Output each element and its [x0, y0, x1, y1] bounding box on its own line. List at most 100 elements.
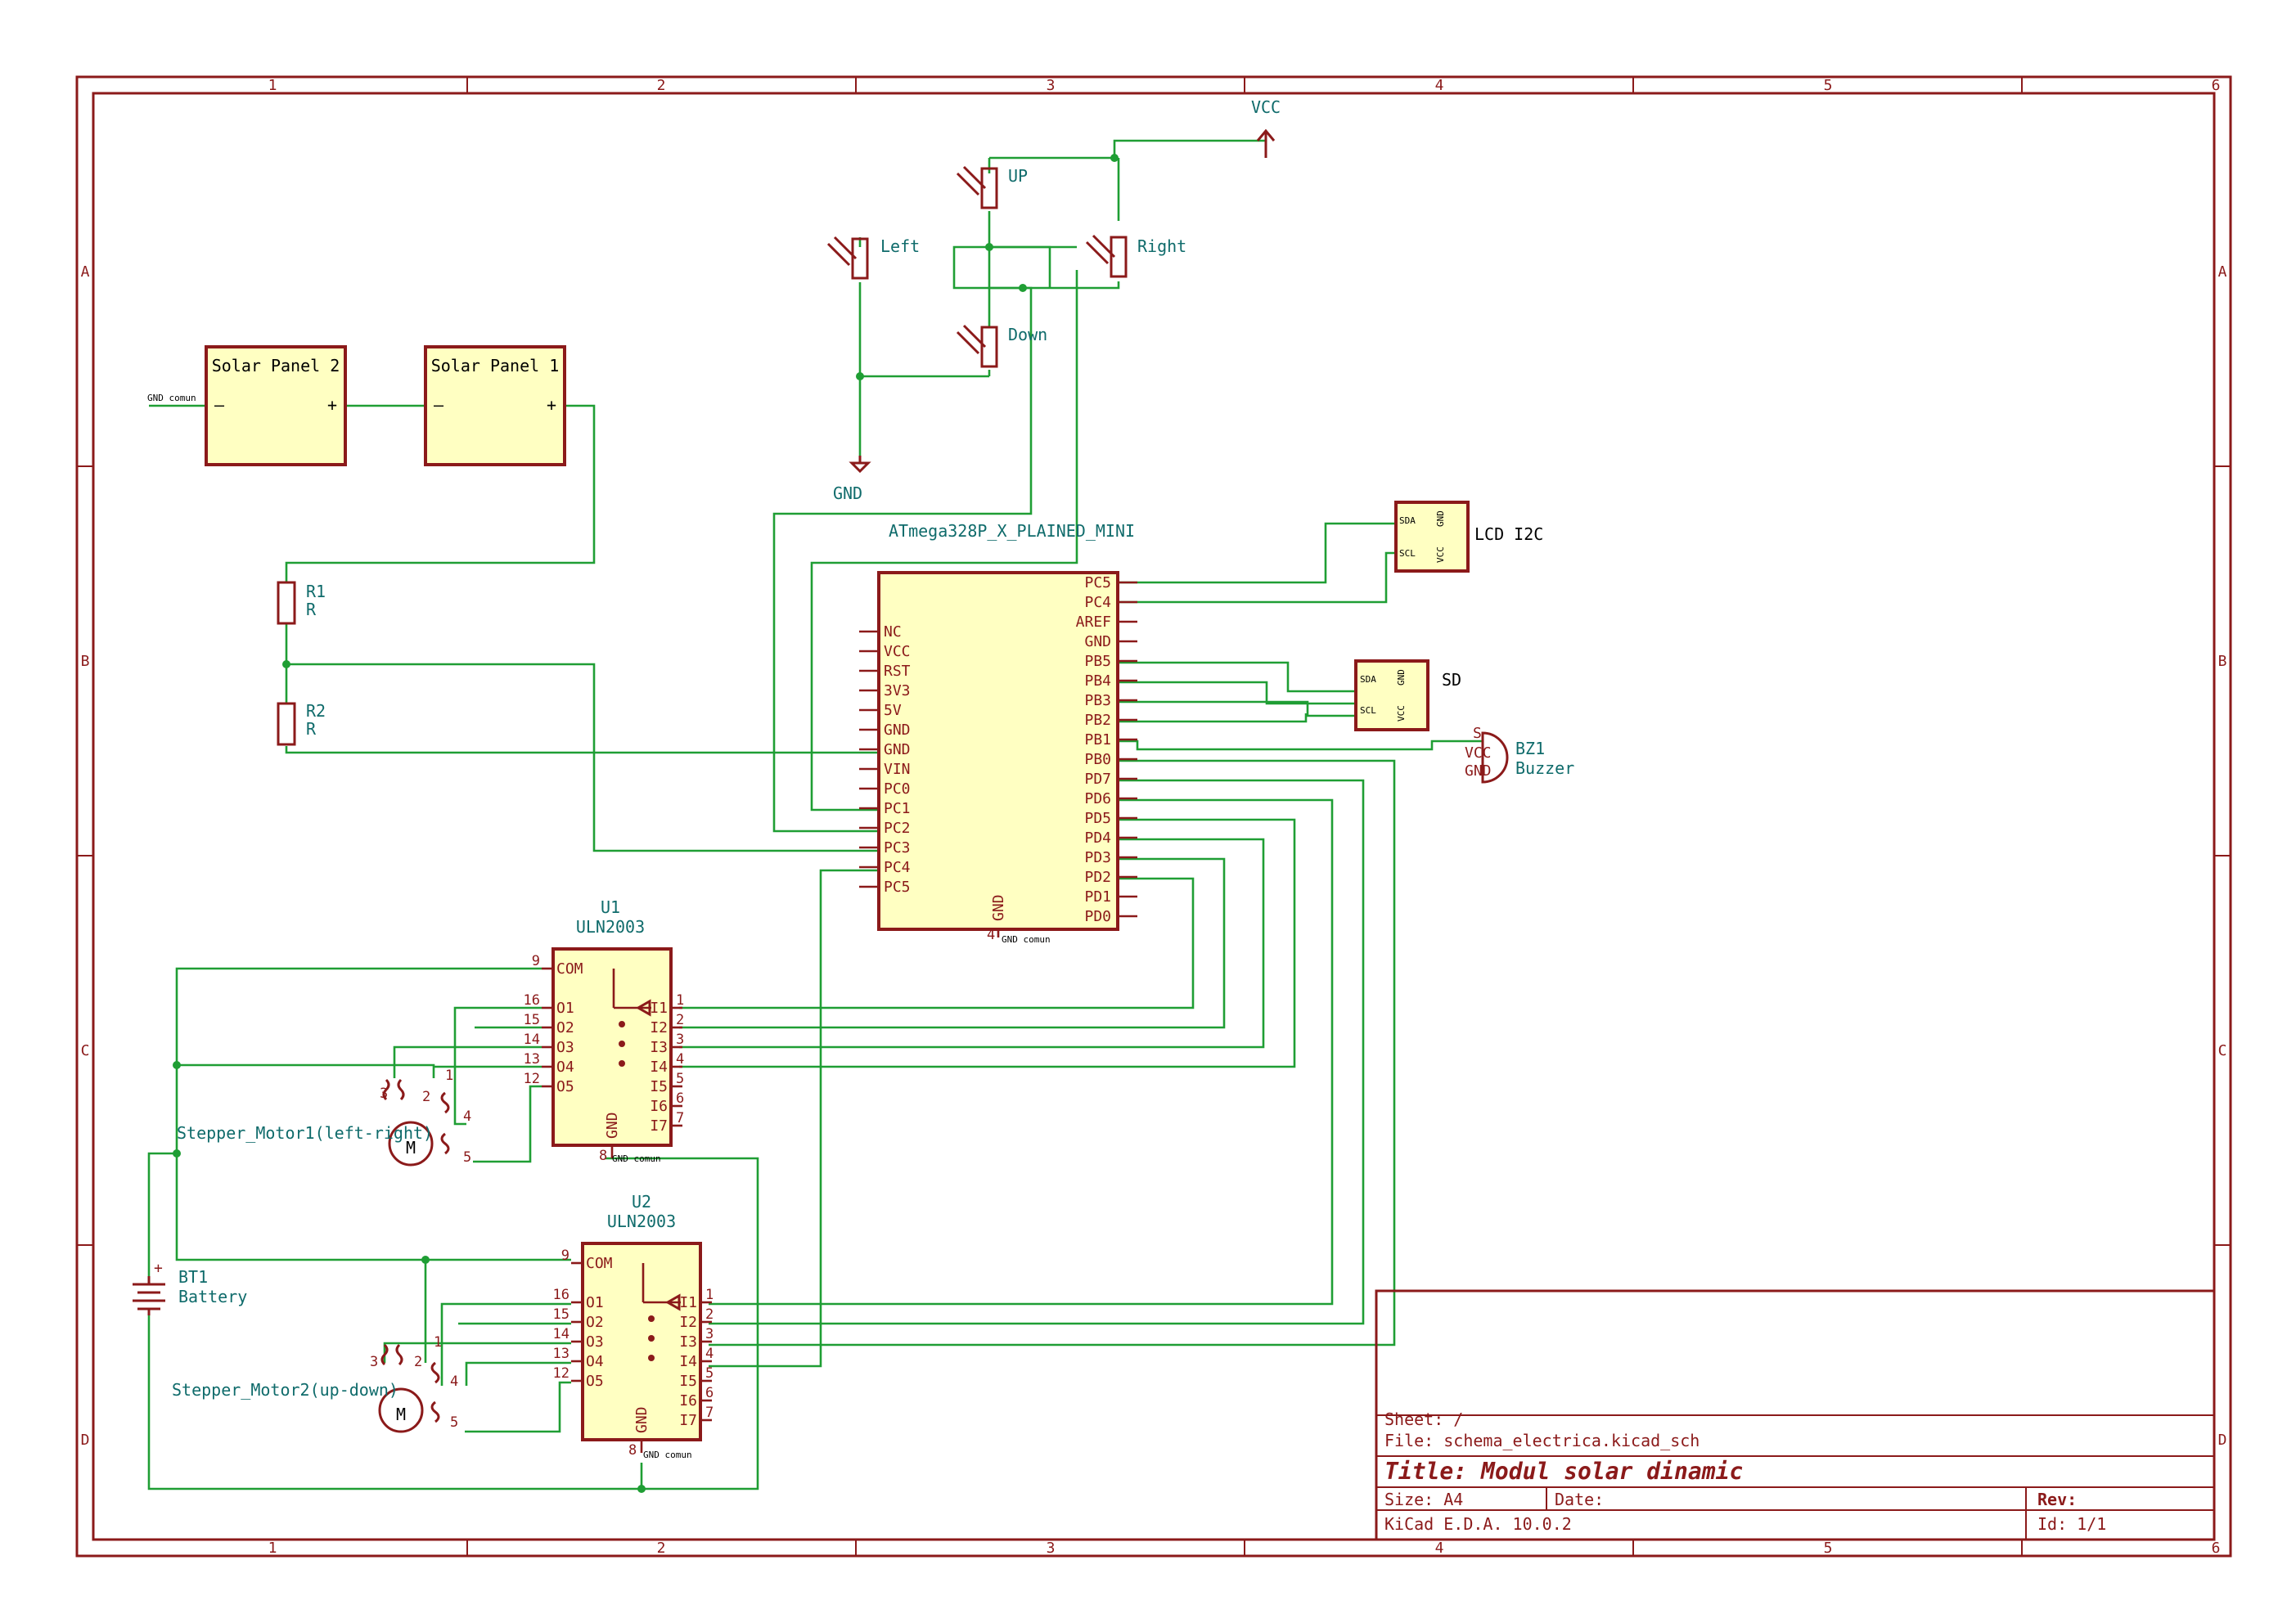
uln-right-num: 4: [676, 1051, 684, 1068]
uln-right-num: 1: [676, 992, 684, 1009]
uln-right-num: 4: [705, 1346, 714, 1362]
uln-right-pin: I3: [679, 1333, 697, 1351]
uln-left-num: 13: [524, 1051, 540, 1068]
mcu-right-pin: PD0: [1084, 908, 1111, 925]
svg-text:–: –: [434, 395, 444, 415]
mcu-left-pin: NC: [884, 623, 902, 641]
uln-right-num: 7: [676, 1110, 684, 1126]
grid-row-b-left: B: [81, 653, 90, 670]
svg-text:SDA: SDA: [1399, 515, 1416, 526]
svg-text:Solar Panel 1: Solar Panel 1: [431, 356, 560, 375]
uln-left-pin: O2: [556, 1019, 574, 1036]
uln-right-pin: I6: [679, 1392, 697, 1409]
uln-gnd: GND: [633, 1406, 651, 1433]
svg-text:UP: UP: [1008, 166, 1028, 186]
lcd-i2c: SDA SCL GND VCC LCD I2C: [1394, 501, 1543, 573]
svg-text:Left: Left: [880, 236, 920, 256]
mcu-right-pin: PD7: [1084, 771, 1111, 788]
mcu-left-pin: PC5: [884, 879, 911, 896]
svg-text:BT1: BT1: [178, 1267, 208, 1287]
uln-right-num: 2: [705, 1306, 714, 1323]
grid-col-5-bottom: 5: [1824, 1540, 1833, 1557]
uln-right-pin: I5: [650, 1078, 668, 1095]
sd-module: SDA SCL GND VCC SD: [1354, 659, 1461, 731]
svg-text:Buzzer: Buzzer: [1515, 758, 1574, 778]
mcu-right-pin: PB1: [1084, 731, 1111, 749]
svg-text:2: 2: [422, 1089, 430, 1105]
vcc-symbol: VCC: [1251, 97, 1281, 158]
uln-right-pin: I5: [679, 1373, 697, 1390]
grid-row-d-left: D: [81, 1432, 90, 1449]
atmega-title: ATmega328P_X_PLAINED_MINI: [889, 521, 1135, 541]
grid-col-1-top: 1: [268, 77, 277, 94]
ldr-down: Down: [956, 324, 1047, 368]
mcu-left-pin: VIN: [884, 761, 911, 778]
mcu-right-pin: PB3: [1084, 692, 1111, 709]
ldr-right: Right: [1085, 234, 1186, 278]
svg-text:SCL: SCL: [1399, 548, 1416, 559]
mcu-left-pin: RST: [884, 663, 911, 680]
uln-right-pin: I4: [679, 1353, 697, 1370]
uln-left-num: 9: [532, 953, 540, 969]
mcu-right-pin: PB0: [1084, 751, 1111, 768]
uln-right-pin: I2: [650, 1019, 668, 1036]
uln-right-pin: I2: [679, 1314, 697, 1331]
uln-right-pin: I6: [650, 1098, 668, 1115]
svg-text:U1: U1: [601, 897, 620, 917]
wires: [147, 139, 1483, 1490]
svg-text:GND: GND: [990, 894, 1007, 921]
svg-text:GND comun: GND comun: [147, 393, 196, 403]
mcu-left-pin: PC2: [884, 820, 911, 837]
mcu-left-pin: GND: [884, 741, 911, 758]
atmega-board: ATmega328P_X_PLAINED_MINI NCVCCRST3V35VG…: [859, 521, 1137, 945]
svg-text:2: 2: [414, 1354, 422, 1370]
svg-text:Sheet: /: Sheet: /: [1384, 1409, 1463, 1429]
svg-text:+: +: [547, 395, 556, 415]
uln-right-pin: I7: [650, 1117, 668, 1135]
svg-text:5: 5: [450, 1414, 458, 1431]
svg-text:4: 4: [450, 1373, 458, 1390]
svg-text:Date:: Date:: [1555, 1490, 1604, 1509]
svg-text:1: 1: [445, 1068, 453, 1084]
svg-text:KiCad E.D.A. 10.0.2: KiCad E.D.A. 10.0.2: [1384, 1514, 1572, 1534]
svg-text:GND comun: GND comun: [1002, 934, 1051, 945]
svg-text:S: S: [1473, 725, 1482, 742]
mcu-left-pin: 5V: [884, 702, 902, 719]
grid-row-c-left: C: [81, 1042, 90, 1059]
svg-text:GND: GND: [1396, 669, 1407, 686]
svg-text:GND: GND: [1435, 510, 1446, 527]
mcu-right-pin: PD3: [1084, 849, 1111, 866]
uln-left-num: 14: [553, 1326, 569, 1342]
uln-right-pin: I1: [650, 1000, 668, 1017]
svg-text:R: R: [306, 719, 317, 739]
svg-text:Down: Down: [1008, 325, 1047, 344]
svg-text:VCC: VCC: [1396, 705, 1407, 722]
mcu-right-pin: PB5: [1084, 653, 1111, 670]
svg-text:SD: SD: [1442, 670, 1461, 690]
grid-col-6-bottom: 6: [2212, 1540, 2221, 1557]
svg-text:Title: Modul solar dinamic: Title: Modul solar dinamic: [1384, 1458, 1743, 1485]
uln-left-pin: COM: [586, 1255, 613, 1272]
uln-left-pin: O5: [586, 1373, 604, 1390]
svg-text:M: M: [396, 1405, 406, 1424]
buzzer-bz1: S VCC GND BZ1 Buzzer: [1465, 725, 1574, 784]
uln-right-pin: I3: [650, 1039, 668, 1056]
grid-col-2-top: 2: [657, 77, 666, 94]
svg-text:M: M: [406, 1138, 416, 1158]
svg-text:Rev:: Rev:: [2037, 1490, 2077, 1509]
mcu-left-pin: VCC: [884, 643, 911, 660]
mcu-right-pin: PB4: [1084, 672, 1111, 690]
svg-text:Solar Panel 2: Solar Panel 2: [212, 356, 340, 375]
svg-text:+: +: [327, 395, 337, 415]
svg-text:VCC: VCC: [1465, 744, 1492, 762]
uln-right-num: 7: [705, 1405, 714, 1421]
svg-text:3: 3: [370, 1354, 378, 1370]
mcu-right-pin: PC4: [1084, 594, 1111, 611]
mcu-left-pin: PC1: [884, 800, 911, 817]
uln-gnd-num: 8: [628, 1442, 637, 1459]
svg-text:LCD I2C: LCD I2C: [1474, 524, 1543, 544]
stepper-motor-2: M 3 2 1 4 5 Stepper_Motor2(up-down): [172, 1334, 458, 1433]
svg-text:3: 3: [380, 1086, 388, 1102]
